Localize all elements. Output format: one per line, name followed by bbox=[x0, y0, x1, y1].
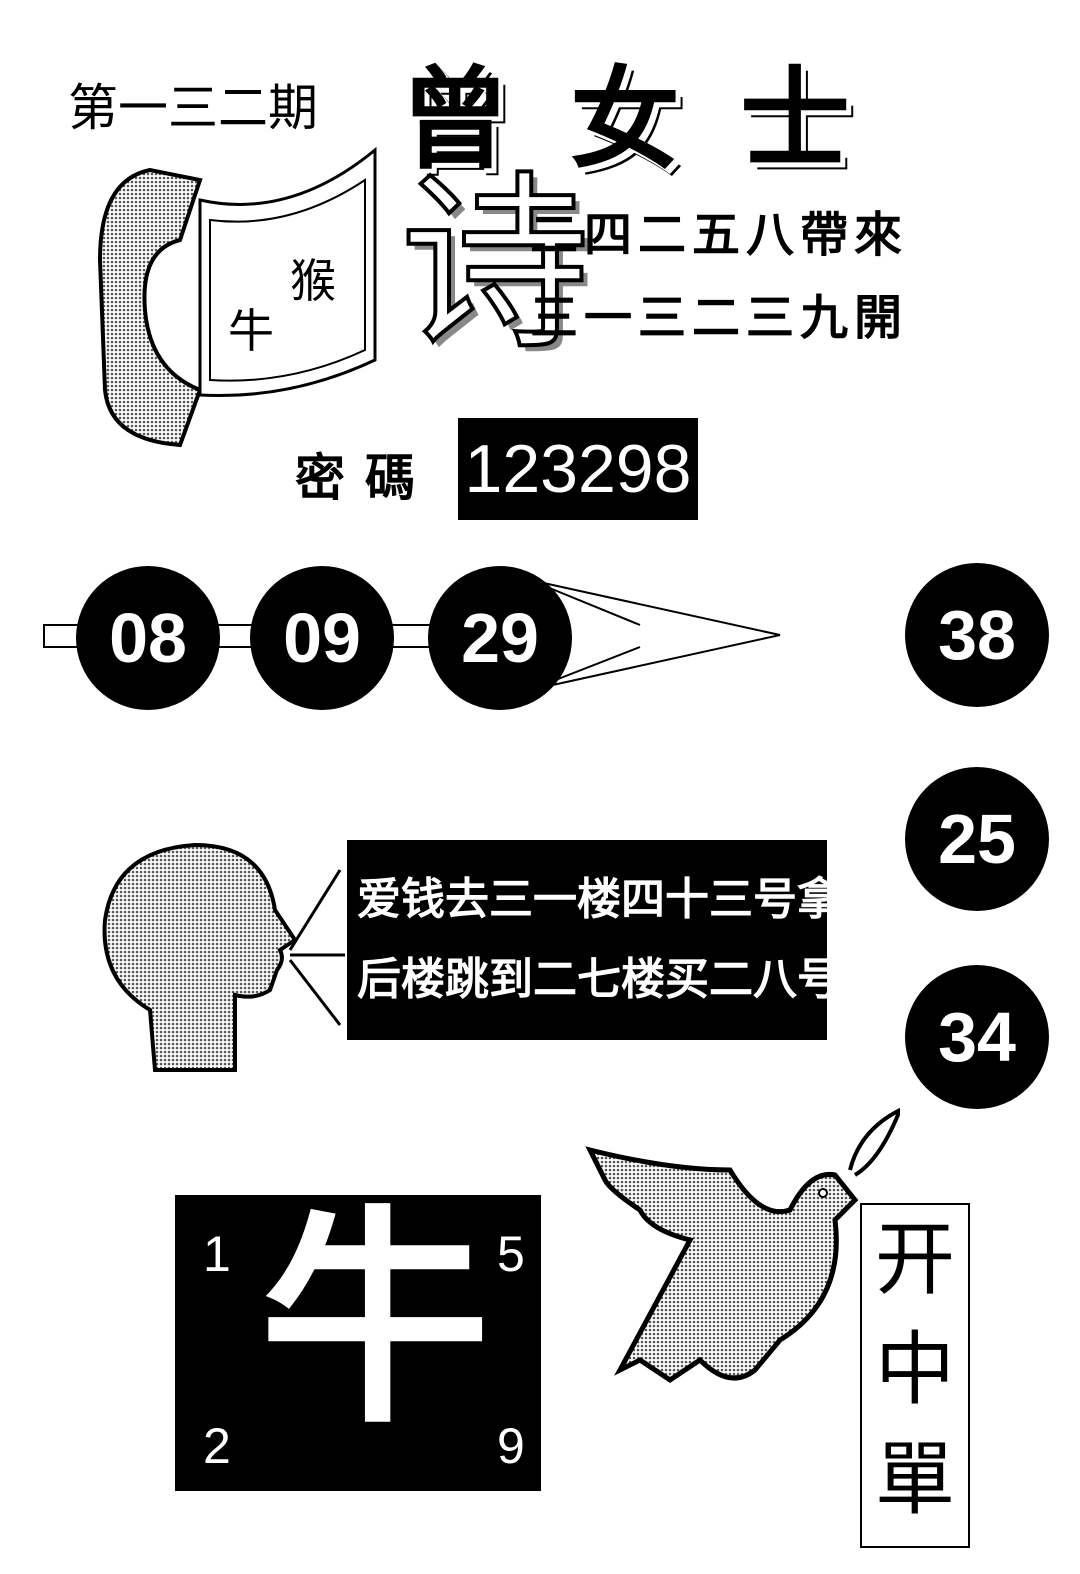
single-char: 中 bbox=[875, 1323, 955, 1416]
ox-number: 9 bbox=[497, 1418, 525, 1474]
single-char: 單 bbox=[875, 1433, 955, 1526]
page-title: 曾女士 bbox=[400, 55, 910, 184]
number-ball: 38 bbox=[905, 563, 1049, 707]
single-box: 开 中 單 bbox=[860, 1203, 970, 1548]
number-ball: 25 bbox=[905, 767, 1049, 911]
poem-line-2: 三一三二三九開 bbox=[530, 290, 909, 346]
zodiac-ox: 牛 bbox=[228, 304, 274, 358]
single-char: 开 bbox=[875, 1213, 955, 1306]
number-ball: 08 bbox=[76, 566, 220, 710]
zodiac-monkey: 猴 bbox=[290, 254, 336, 308]
poem-char: 诗 bbox=[398, 154, 592, 375]
phone-icon bbox=[97, 146, 377, 448]
number-ball: 09 bbox=[250, 566, 394, 710]
ox-box: 1 5 2 9 牛 bbox=[175, 1195, 541, 1491]
number-ball: 29 bbox=[428, 566, 572, 710]
speaking-head-icon bbox=[102, 842, 345, 1072]
dove-icon bbox=[585, 1107, 900, 1384]
message-line-2: 后楼跳到二七楼买二八号 bbox=[357, 954, 841, 1005]
secret-label: 密碼 bbox=[295, 448, 435, 507]
issue-number: 第一三二期 bbox=[68, 79, 318, 137]
ox-char: 牛 bbox=[260, 1185, 491, 1455]
ox-number: 1 bbox=[203, 1226, 231, 1282]
number-ball: 34 bbox=[905, 965, 1049, 1109]
ox-number: 2 bbox=[203, 1418, 231, 1474]
secret-code: 123298 bbox=[458, 418, 698, 520]
ox-number: 5 bbox=[497, 1226, 525, 1282]
message-box: 爱钱去三一楼四十三号拿 后楼跳到二七楼买二八号 bbox=[347, 840, 841, 1040]
poem-line-1: 二四二五八帶來 bbox=[530, 207, 909, 263]
message-line-1: 爱钱去三一楼四十三号拿 bbox=[357, 874, 841, 925]
